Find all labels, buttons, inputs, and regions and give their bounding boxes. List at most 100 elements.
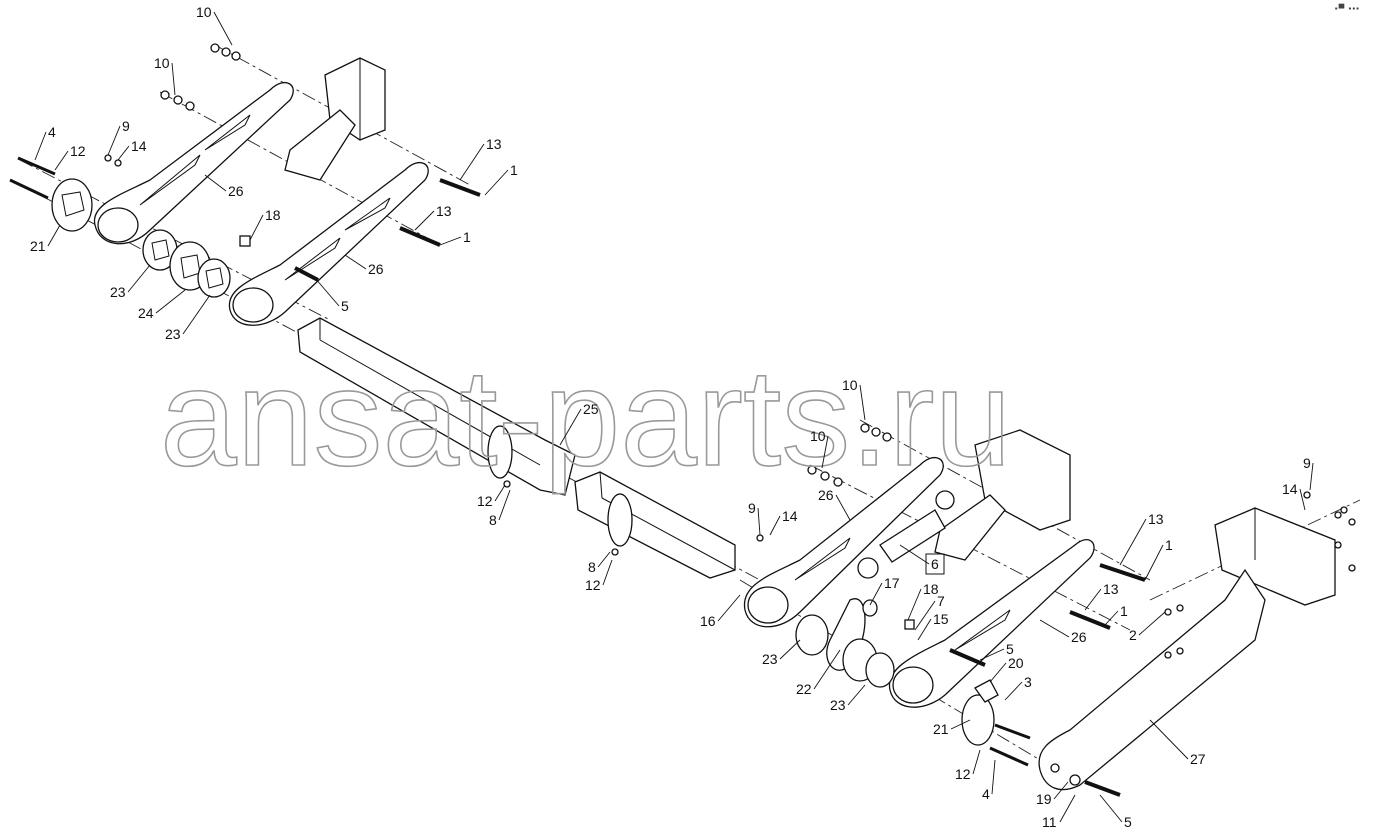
callout-leader xyxy=(314,277,340,307)
callout-26: 26 xyxy=(818,487,834,503)
callout-14: 14 xyxy=(782,508,798,524)
callout-23: 23 xyxy=(762,651,778,667)
callout-17: 17 xyxy=(884,575,900,591)
callout-leader xyxy=(972,749,981,775)
callout-21: 21 xyxy=(30,238,46,254)
callout-5: 5 xyxy=(1006,641,1014,657)
callout-leader xyxy=(779,639,801,660)
callout-leader xyxy=(414,210,435,231)
callout-13: 13 xyxy=(1103,581,1119,597)
callout-leader xyxy=(204,174,227,192)
callout-12: 12 xyxy=(585,577,601,593)
callout-leader xyxy=(1104,610,1119,626)
callout-23: 23 xyxy=(110,284,126,300)
callout-10: 10 xyxy=(842,377,858,393)
callout-leader xyxy=(757,507,761,536)
callout-15: 15 xyxy=(933,611,949,627)
callout-13: 13 xyxy=(486,136,502,152)
callout-8: 8 xyxy=(588,559,596,575)
callout-10: 10 xyxy=(196,4,212,20)
callout-7: 7 xyxy=(937,593,945,609)
callout-leader xyxy=(869,582,883,606)
lower-bolts xyxy=(503,423,1356,797)
callout-leader xyxy=(34,131,47,161)
callout-4: 4 xyxy=(48,124,56,140)
callout-5: 5 xyxy=(341,298,349,314)
callout-leader xyxy=(127,264,151,293)
upper-flanges xyxy=(51,178,251,298)
callout-3: 3 xyxy=(1024,674,1032,690)
callout-leader xyxy=(249,214,264,241)
upper-mount-bracket xyxy=(284,57,386,181)
callout-leader xyxy=(821,435,829,469)
callout-leader xyxy=(1299,488,1306,511)
callout-leader xyxy=(1119,518,1147,566)
callout-12: 12 xyxy=(955,766,971,782)
callout-box xyxy=(925,553,945,575)
callout-14: 14 xyxy=(1282,481,1298,497)
callout-10: 10 xyxy=(154,55,170,71)
callout-leader xyxy=(717,594,741,622)
callout-leader xyxy=(171,62,176,96)
callout-12: 12 xyxy=(70,143,86,159)
callout-20: 20 xyxy=(1008,655,1024,671)
callout-1: 1 xyxy=(510,162,518,178)
callout-leader xyxy=(907,588,922,621)
callout-25: 25 xyxy=(583,401,599,417)
callout-leader xyxy=(813,649,841,690)
callout-leader xyxy=(498,489,511,521)
callout-leader xyxy=(47,224,61,247)
callout-18: 18 xyxy=(265,207,281,223)
callout-leader xyxy=(847,684,866,706)
callout-leader xyxy=(182,294,211,335)
callout-leader xyxy=(950,719,971,730)
callout-26: 26 xyxy=(228,183,244,199)
plate-27 xyxy=(1038,568,1266,791)
callout-23: 23 xyxy=(830,697,846,713)
callout-6: 6 xyxy=(931,556,939,572)
lower-arm-26-rear xyxy=(888,539,1095,708)
callout-leader xyxy=(769,515,781,536)
callout-leader xyxy=(1084,588,1102,611)
callout-16: 16 xyxy=(700,613,716,629)
callout-leader xyxy=(859,384,866,421)
callout-leader xyxy=(899,544,930,565)
lower-flanges xyxy=(795,598,999,746)
callout-22: 22 xyxy=(796,681,812,697)
callout-13: 13 xyxy=(436,203,452,219)
callout-9: 9 xyxy=(748,500,756,516)
callout-leader xyxy=(484,169,509,196)
callout-leader xyxy=(559,408,582,446)
callout-leader xyxy=(1144,544,1164,581)
callout-leader xyxy=(1309,462,1314,491)
callout-23: 23 xyxy=(165,326,181,342)
callout-1: 1 xyxy=(463,229,471,245)
callout-leader xyxy=(117,145,130,161)
watermark: ansat-parts.ru xyxy=(160,341,1011,495)
upper-bolts xyxy=(9,43,481,282)
callout-leader xyxy=(1053,781,1069,800)
callout-leader xyxy=(979,648,1005,661)
callout-5: 5 xyxy=(1124,814,1132,830)
callout-21: 21 xyxy=(933,721,949,737)
callout-1: 1 xyxy=(1120,603,1128,619)
upper-arm-26-rear xyxy=(228,161,429,326)
callout-leader xyxy=(1149,719,1189,760)
callout-4: 4 xyxy=(982,786,990,802)
callout-leader xyxy=(597,551,611,568)
callout-8: 8 xyxy=(489,512,497,528)
tube-inner xyxy=(574,471,736,579)
callout-leader xyxy=(989,662,1007,683)
callout-26: 26 xyxy=(1071,629,1087,645)
callout-26: 26 xyxy=(368,261,384,277)
callout-leader xyxy=(439,236,462,246)
callout-27: 27 xyxy=(1190,751,1206,767)
callout-1: 1 xyxy=(1165,537,1173,553)
lower-mount-bracket xyxy=(934,429,1071,561)
callout-leader xyxy=(344,254,367,270)
callout-leader xyxy=(1059,794,1076,823)
callout-leader xyxy=(1138,611,1166,636)
callout-11: 11 xyxy=(1042,814,1057,830)
